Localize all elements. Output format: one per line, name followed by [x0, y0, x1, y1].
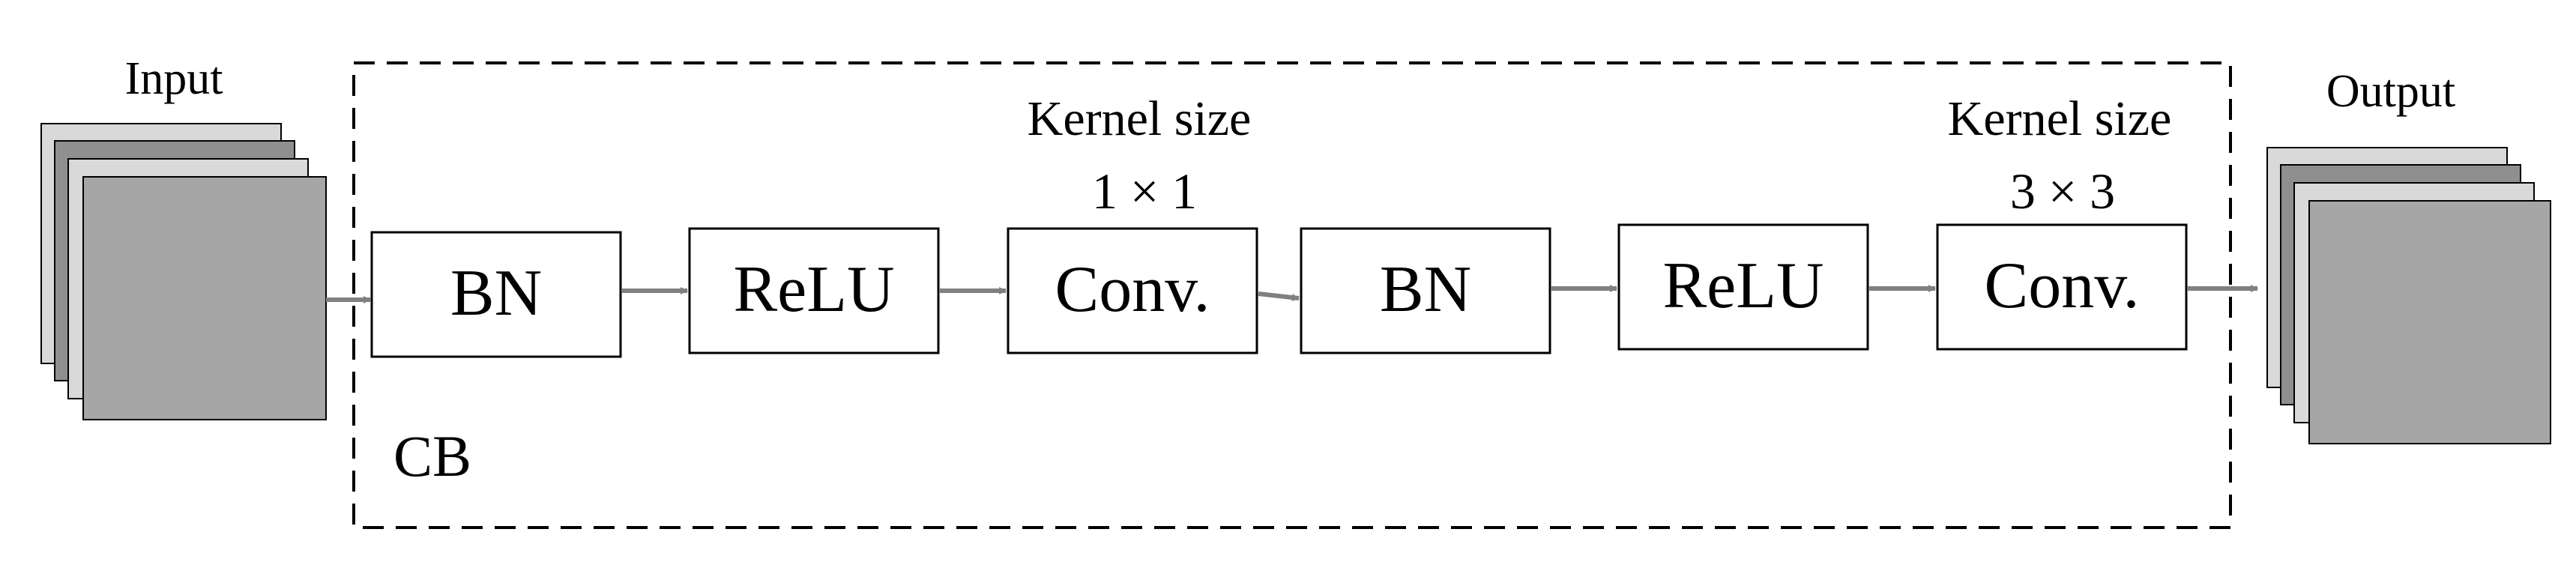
arrow-conv-to-bn [1258, 291, 1300, 301]
kernel-size-title-1: Kernel size [1028, 91, 1252, 146]
output-label: Output [2326, 66, 2455, 117]
layer-bn-2: BN [1300, 227, 1551, 354]
input-feature-map-stack [40, 123, 327, 420]
layer-label: BN [450, 257, 542, 330]
output-feature-map-stack [2266, 147, 2551, 444]
input-map-layer-4 [82, 176, 327, 420]
layer-relu-1: ReLU [688, 227, 940, 354]
layer-label: ReLU [1662, 250, 1824, 322]
cb-block-label: CB [393, 423, 471, 489]
kernel-size-value-2: 3 × 3 [2010, 163, 2115, 220]
layer-box [1936, 223, 2188, 351]
kernel-size-title-2: Kernel size [1948, 91, 2172, 146]
layer-box [1300, 227, 1551, 354]
layer-label: BN [1380, 253, 1471, 326]
layer-conv-1: Conv. [1007, 227, 1258, 354]
layer-relu-2: ReLU [1617, 223, 1869, 351]
layer-box [1617, 223, 1869, 351]
layer-label: ReLU [733, 253, 894, 326]
layer-conv-2: Conv. [1936, 223, 2188, 351]
layer-label: Conv. [1055, 253, 1210, 326]
flow-arrows [326, 285, 2258, 303]
input-label: Input [125, 53, 223, 104]
layer-box [688, 227, 940, 354]
output-map-layer-4 [2308, 200, 2551, 444]
cb-block-boundary [352, 61, 2232, 529]
kernel-size-value-1: 1 × 1 [1092, 163, 1197, 220]
layer-box [370, 231, 622, 358]
layer-box [1007, 227, 1258, 354]
layer-label: Conv. [1985, 250, 2140, 322]
layer-bn-1: BN [370, 231, 622, 358]
